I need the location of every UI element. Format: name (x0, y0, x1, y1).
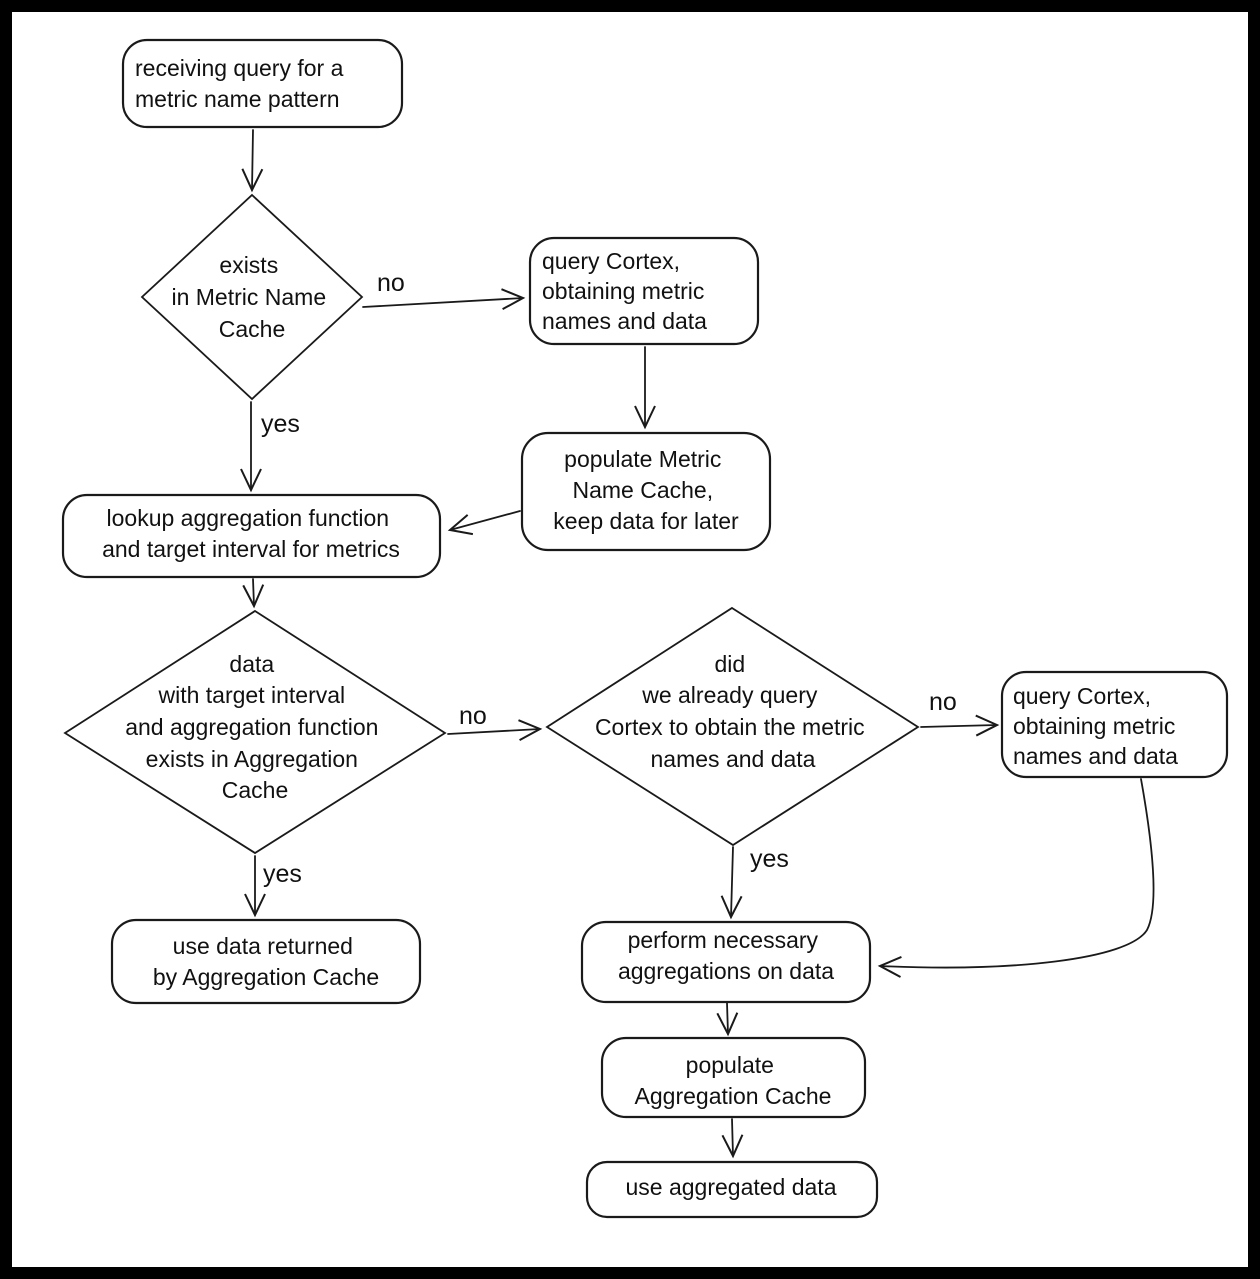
node-exists-line-1: exists (219, 252, 278, 278)
edge-label-yes-did: yes (750, 845, 789, 873)
svg-text:use aggregated data: use aggregated data (625, 1174, 836, 1200)
node-populate-mnc-line-1: populate Metric (564, 446, 721, 472)
node-use-data-shape (110, 918, 422, 1005)
node-data-line-1: data (229, 651, 274, 677)
svg-text:use data returned by Agg: use data returned by Aggregation Cache (153, 933, 379, 990)
node-exists-line-2: in Metric Name (171, 284, 326, 310)
edge-exists-no-to-query1 (362, 288, 526, 311)
node-exists-diamond-shape (140, 193, 364, 401)
node-did-diamond-shape (545, 606, 920, 847)
edge-label-yes-data: yes (263, 860, 302, 888)
node-query-cortex-1-line-3: names and data (542, 308, 707, 334)
svg-text:exists in Metric Name: exists in Metric Name Cache (171, 252, 332, 342)
node-query-cortex-1-line-1: query Cortex, (542, 248, 680, 274)
edge-did-no-to-query2 (920, 714, 1000, 737)
node-query-cortex-1-line-2: obtaining metric (542, 278, 704, 304)
svg-text:did we already query: did we already query Cortex to obtain th… (595, 651, 871, 772)
node-populate-mnc-line-2: Name Cache, (572, 477, 713, 503)
node-query-cortex-2: query Cortex, obtaining metric names and… (1000, 670, 1229, 779)
node-populate-agg-line-2: Aggregation Cache (635, 1083, 832, 1109)
node-data-line-2: with target interval (157, 682, 345, 708)
node-use-data-aggregation-cache: use data returned by Aggregation Cache (110, 918, 422, 1005)
node-receive-query-shape (121, 38, 404, 129)
node-data-line-5: Cache (222, 777, 288, 803)
node-perform-line-2: aggregations on data (618, 958, 834, 984)
node-populate-mnc-shape (520, 431, 772, 552)
svg-text:populate Metric Name Cac: populate Metric Name Cache, keep data fo… (553, 446, 739, 534)
node-data-in-aggregation-cache: data with target interval and aggregatio… (63, 609, 447, 855)
node-query-cortex-2-line-2: obtaining metric (1013, 713, 1175, 739)
edge-perform-to-populate-agg (716, 1002, 739, 1037)
node-lookup-line-2: and target interval for metrics (102, 536, 400, 562)
node-did-line-3: Cortex to obtain the metric (595, 714, 865, 740)
node-populate-agg-line-1: populate (686, 1052, 774, 1078)
node-receive-line-1: receiving query for a (135, 55, 344, 81)
node-perform-aggregations: perform necessary aggregations on data (580, 920, 872, 1004)
node-query-cortex-2-shape (1000, 670, 1229, 779)
svg-text:receiving query for a me: receiving query for a metric name patter… (135, 55, 350, 112)
svg-text:data with target interva: data with target interval and aggregatio… (125, 651, 385, 803)
node-populate-agg-shape (600, 1036, 867, 1119)
node-data-diamond-shape (63, 609, 447, 855)
edge-label-yes-exists: yes (261, 410, 300, 438)
edge-populate-agg-to-use-agg (721, 1118, 744, 1159)
node-use-agg-line-1: use aggregated data (625, 1174, 836, 1200)
svg-text:perform necessary aggreg: perform necessary aggregations on data (618, 927, 834, 984)
node-perform-shape (580, 920, 872, 1004)
node-did-we-query-cortex: did we already query Cortex to obtain th… (545, 606, 920, 847)
node-use-data-line-1: use data returned (173, 933, 353, 959)
node-data-line-3: and aggregation function (125, 714, 378, 740)
node-receive-query: receiving query for a metric name patter… (121, 38, 404, 129)
node-query-cortex-1-shape (528, 236, 760, 346)
node-use-agg-shape (585, 1160, 879, 1219)
edge-did-yes-to-perform (720, 846, 743, 920)
svg-text:query Cortex, obtaining: query Cortex, obtaining metric names and… (1013, 683, 1182, 769)
edge-label-no-data: no (459, 702, 487, 730)
node-populate-metric-name-cache: populate Metric Name Cache, keep data fo… (520, 431, 772, 552)
node-lookup-line-1: lookup aggregation function (107, 505, 390, 531)
node-populate-mnc-line-3: keep data for later (553, 508, 739, 534)
node-did-line-1: did (714, 651, 745, 677)
svg-text:populate Aggregation Cac: populate Aggregation Cache (635, 1052, 832, 1109)
edge-label-no-exists: no (377, 269, 405, 297)
node-did-line-2: we already query (641, 682, 818, 708)
node-did-line-4: names and data (651, 746, 816, 772)
node-query-cortex-2-line-1: query Cortex, (1013, 683, 1151, 709)
node-populate-aggregation-cache: populate Aggregation Cache (600, 1036, 867, 1119)
node-lookup-shape (61, 493, 442, 579)
node-perform-line-1: perform necessary (628, 927, 819, 953)
node-query-cortex-2-line-3: names and data (1013, 743, 1178, 769)
node-data-line-4: exists in Aggregation (146, 746, 358, 772)
node-exists-line-3: Cache (219, 316, 285, 342)
edge-query2-to-perform-curve (877, 778, 1155, 978)
edge-receive-to-exists (241, 129, 264, 193)
node-exists-metric-name-cache: exists in Metric Name Cache (140, 193, 364, 401)
svg-text:lookup aggregation function: lookup aggregation function and target i… (102, 505, 400, 562)
node-lookup-aggregation: lookup aggregation function and target i… (61, 493, 442, 579)
edge-label-no-did: no (929, 688, 957, 716)
node-query-cortex-1: query Cortex, obtaining metric names and… (528, 236, 760, 346)
edges (240, 129, 1155, 1159)
edge-lookup-to-data-diamond (242, 578, 265, 609)
node-use-data-line-2: by Aggregation Cache (153, 964, 379, 990)
svg-text:query Cortex, obtaining: query Cortex, obtaining metric names and… (542, 248, 711, 334)
edge-populate-mnc-to-lookup (447, 510, 521, 536)
node-use-aggregated-data: use aggregated data (585, 1160, 879, 1219)
edge-data-no-to-did-diamond (447, 719, 543, 742)
node-receive-line-2: metric name pattern (135, 86, 340, 112)
